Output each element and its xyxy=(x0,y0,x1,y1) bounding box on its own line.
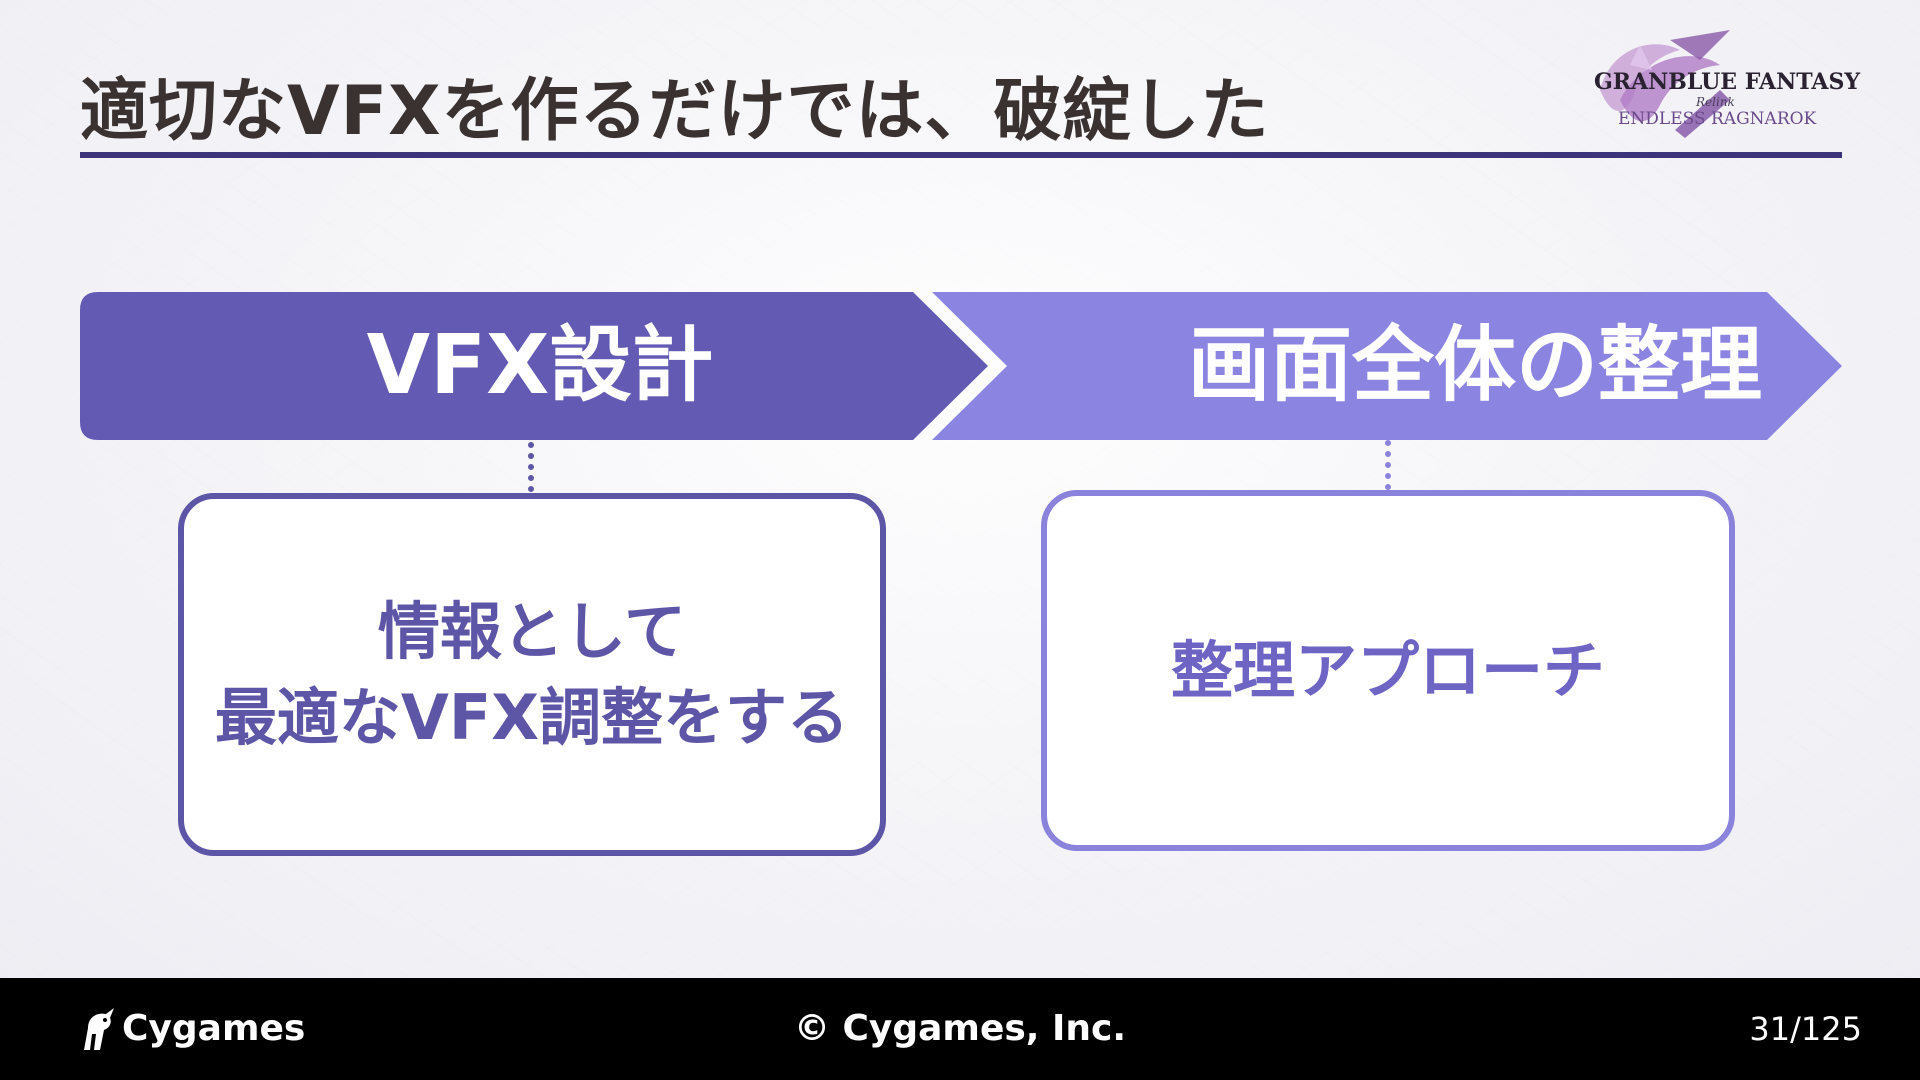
process-flow-arrows xyxy=(80,292,1842,440)
step-1-connector xyxy=(528,442,534,492)
footer-brand-text: Cygames xyxy=(122,1007,306,1049)
step-1-detail-box: 情報として 最適なVFX調整をする xyxy=(178,493,886,856)
page-title: 適切なVFXを作るだけでは、破綻した xyxy=(80,72,1270,151)
step-1-detail-text: 情報として 最適なVFX調整をする xyxy=(215,589,849,761)
slide-canvas: 適切なVFXを作るだけでは、破綻した GRANBLUE FANTASY Reli… xyxy=(0,0,1920,978)
step-2-detail-box: 整理アプローチ xyxy=(1041,490,1735,851)
footer-bar: Cygames © Cygames, Inc. 31/125 xyxy=(0,978,1920,1080)
copyright-text: © Cygames, Inc. xyxy=(793,1008,1127,1049)
game-logo: GRANBLUE FANTASY Relink ENDLESS RAGNAROK xyxy=(1570,25,1860,145)
step-2-detail-line: 整理アプローチ xyxy=(1170,633,1605,707)
logo-edition-text: ENDLESS RAGNAROK xyxy=(1618,109,1817,129)
step-1-chevron xyxy=(80,292,988,440)
page-number: 31/125 xyxy=(1749,1010,1862,1048)
step-2-chevron xyxy=(932,292,1842,440)
logo-subtitle-text: Relink xyxy=(1696,95,1735,109)
step-1-detail-line: 情報として xyxy=(377,594,687,668)
logo-emblem-icon xyxy=(1600,30,1730,138)
step-2-connector xyxy=(1385,440,1391,490)
logo-title-text: GRANBLUE FANTASY xyxy=(1594,69,1861,95)
step-1-detail-line: 最適なVFX調整をする xyxy=(214,680,850,754)
process-flow: VFX設計 画面全体の整理 xyxy=(80,292,1842,440)
step-2-label: 画面全体の整理 xyxy=(1187,318,1762,413)
cygames-mark-icon xyxy=(84,1008,114,1050)
step-2-detail-text: 整理アプローチ xyxy=(1171,628,1605,714)
footer-brand-logo: Cygames xyxy=(78,1000,305,1056)
title-underline xyxy=(80,152,1842,158)
step-1-label: VFX設計 xyxy=(366,318,714,413)
